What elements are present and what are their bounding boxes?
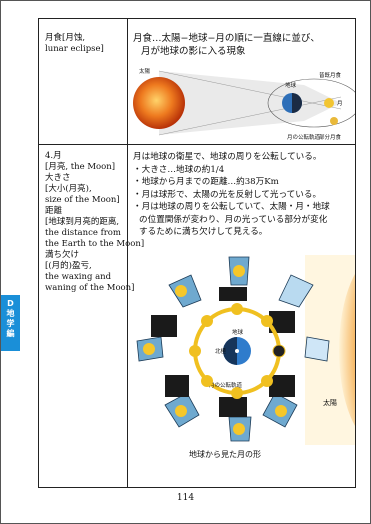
earth-label: 地球 xyxy=(232,328,244,336)
text-line: ・月は地球の周りを公転していて、太陽・月・地球 xyxy=(133,202,330,212)
new-moon-icon xyxy=(272,344,286,358)
vocabulary-table: 月食[月蚀, lunar eclipse] 月食…太陽−地球−月の順に一直線に並… xyxy=(38,18,356,488)
moon-label: 月 xyxy=(337,100,343,107)
light-ray xyxy=(158,96,342,136)
term-line: [(月的)盈亏, xyxy=(45,261,92,271)
orbit-label: 月の公転軌道 xyxy=(209,381,243,389)
sky-panel xyxy=(304,336,330,362)
phases-caption: 地球から見た月の形 xyxy=(189,450,261,459)
full-moon-icon xyxy=(189,345,201,357)
term-line: 満ち欠け xyxy=(45,250,80,260)
text-line: するために満ち欠けして見える。 xyxy=(139,227,268,237)
building xyxy=(269,375,295,397)
term-line: size of the Moon] xyxy=(45,195,120,205)
total-eclipse-label: 皆既月食 xyxy=(319,71,342,79)
shadow-cone xyxy=(159,71,341,135)
text-line: の位置関係が変わり、月の光っている部分が変化 xyxy=(139,214,328,225)
moon-phase-icon xyxy=(201,375,213,387)
text-line: 月は地球の衛星で、地球の周りを公転している。 xyxy=(133,152,322,162)
orbit-moons xyxy=(189,303,286,399)
crescent-moon-icon xyxy=(175,285,187,297)
term-line: lunar eclipse] xyxy=(45,44,104,54)
moon-phase-icon xyxy=(231,303,243,315)
term-line: [月亮, the Moon] xyxy=(45,162,116,172)
term-lunar-eclipse: 月食[月蚀, lunar eclipse] xyxy=(45,33,123,55)
half-moon-icon xyxy=(233,265,245,277)
tab-letter: D xyxy=(7,299,14,308)
tab-char: 学 xyxy=(6,319,15,328)
moon-orbit xyxy=(267,78,355,128)
term-line: the Earth to the Moon] xyxy=(45,239,145,249)
half-moon-icon xyxy=(233,423,245,435)
moon-phase-icon xyxy=(261,375,273,387)
building xyxy=(219,397,247,417)
row-divider xyxy=(39,144,355,145)
sky-panel xyxy=(278,274,314,308)
column-divider xyxy=(127,19,128,487)
page-number: 114 xyxy=(176,493,195,503)
building xyxy=(165,375,189,397)
earth-label: 地球 xyxy=(285,81,297,89)
lunar-eclipse-diagram: 太陽 地球 月 月の公転軌道 皆既月食 部分月食 xyxy=(133,67,355,141)
partial-eclipse-label: 部分月食 xyxy=(319,133,342,141)
building xyxy=(269,311,295,333)
term-line: 大きさ xyxy=(45,173,71,183)
text-line: 月食…太陽−地球−月の順に一直線に並び、 xyxy=(133,33,320,44)
moon-phases-diagram: 太陽 月の公転軌道 xyxy=(136,255,355,445)
term-line: 距離 xyxy=(45,206,63,216)
section-tab: D 地 学 編 xyxy=(1,295,20,351)
sun-icon xyxy=(339,274,355,426)
moon-phase-icon xyxy=(231,387,243,399)
moon-icon xyxy=(324,98,334,108)
moon-phase-icon xyxy=(261,315,273,327)
term-line: [地球到月亮的距离, xyxy=(45,217,120,227)
north-pole-label: 北極 xyxy=(215,347,227,355)
moon-shapes xyxy=(143,265,287,435)
orbit-label: 月の公転軌道 xyxy=(287,133,321,141)
building xyxy=(219,287,247,301)
earth-night-side xyxy=(223,337,237,365)
sun-icon xyxy=(133,77,185,129)
sun-label: 太陽 xyxy=(323,398,337,407)
tab-char: 編 xyxy=(6,329,15,338)
lunar-eclipse-text: 月食…太陽−地球−月の順に一直線に並び、 月が地球の影に入る現象 xyxy=(133,33,355,58)
moon-partial-icon xyxy=(330,117,338,125)
north-pole-dot xyxy=(235,349,239,353)
text-line: ・月は球形で、太陽の光を反射して光っている。 xyxy=(133,189,322,200)
sun-label: 太陽 xyxy=(139,67,151,75)
city-silhouettes xyxy=(151,287,295,417)
term-line: waning of the Moon] xyxy=(45,283,135,293)
text-line: ・大きさ…地球の約1/4 xyxy=(133,164,225,175)
term-line: the waxing and xyxy=(45,272,112,282)
term-moon: 4.月 [月亮, the Moon] 大きさ [大小(月亮), size of … xyxy=(45,151,145,294)
term-line: 月食[月蚀, xyxy=(45,33,86,43)
moon-phase-icon xyxy=(201,315,213,327)
term-line: 4.月 xyxy=(45,151,62,161)
full-moon-icon xyxy=(143,343,155,355)
light-ray xyxy=(158,70,342,110)
gibbous-moon-icon xyxy=(175,405,187,417)
text-line: ・地球から月までの距離…約38万Km xyxy=(133,177,279,187)
tab-char: 地 xyxy=(6,309,15,318)
moon-description-text: 月は地球の衛星で、地球の周りを公転している。 ・大きさ…地球の約1/4 ・地球か… xyxy=(133,151,355,239)
crescent-moon-icon xyxy=(275,405,287,417)
term-line: the distance from xyxy=(45,228,121,238)
earth-night-side xyxy=(292,93,302,113)
text-line: 月が地球の影に入る現象 xyxy=(141,45,246,57)
building xyxy=(151,315,177,337)
term-line: [大小(月亮), xyxy=(45,184,92,194)
